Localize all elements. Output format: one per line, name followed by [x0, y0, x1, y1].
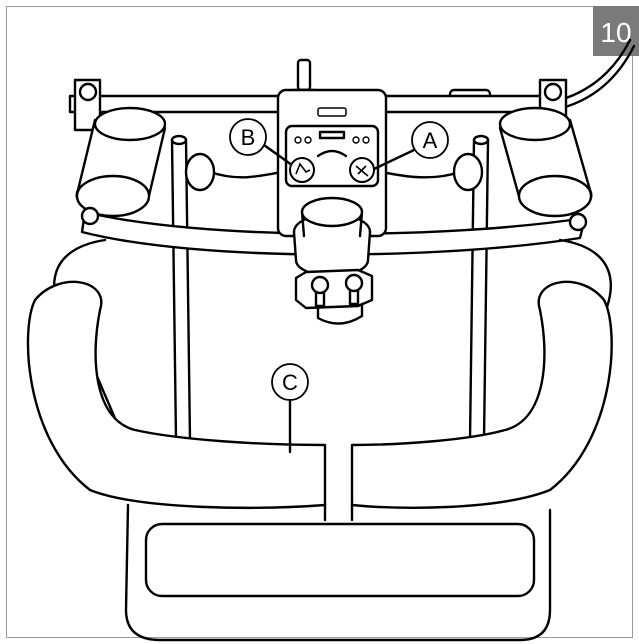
- figure-number-bg: [593, 6, 639, 56]
- step-plate: [144, 522, 536, 598]
- led-4: [362, 136, 370, 144]
- lower-frame-outer: [124, 503, 552, 642]
- callout-a-text: A: [423, 128, 438, 153]
- callout-c: C: [271, 363, 309, 401]
- drive-mode-icon: [355, 165, 369, 177]
- seat-icon: [295, 162, 311, 175]
- seat-mode-button[interactable]: [289, 157, 315, 183]
- callout-a-leader: [370, 148, 416, 172]
- right-motor-cylinder: [498, 106, 593, 218]
- led-2: [304, 136, 312, 144]
- right-bolt: [543, 82, 563, 102]
- left-bolt: [78, 82, 98, 102]
- battery-indicator-icon: [317, 107, 347, 117]
- left-post: [170, 138, 192, 442]
- led-1: [294, 136, 302, 144]
- figure-number-tab: 10: [593, 6, 639, 56]
- callout-b: B: [229, 118, 267, 156]
- grip-gap: [323, 503, 354, 522]
- callout-c-text: C: [282, 370, 298, 395]
- right-grip: [350, 280, 613, 509]
- left-motor-cylinder: [75, 106, 167, 218]
- led-3: [352, 136, 360, 144]
- callout-b-text: B: [241, 125, 256, 150]
- front-crossbar: [80, 210, 587, 256]
- joystick: [292, 196, 372, 278]
- control-panel: [289, 107, 375, 183]
- left-grip: [26, 280, 327, 509]
- mounting-plate: [294, 268, 374, 325]
- callout-a: A: [411, 121, 449, 159]
- figure-border: [6, 6, 633, 638]
- figure-number: 10: [600, 17, 631, 48]
